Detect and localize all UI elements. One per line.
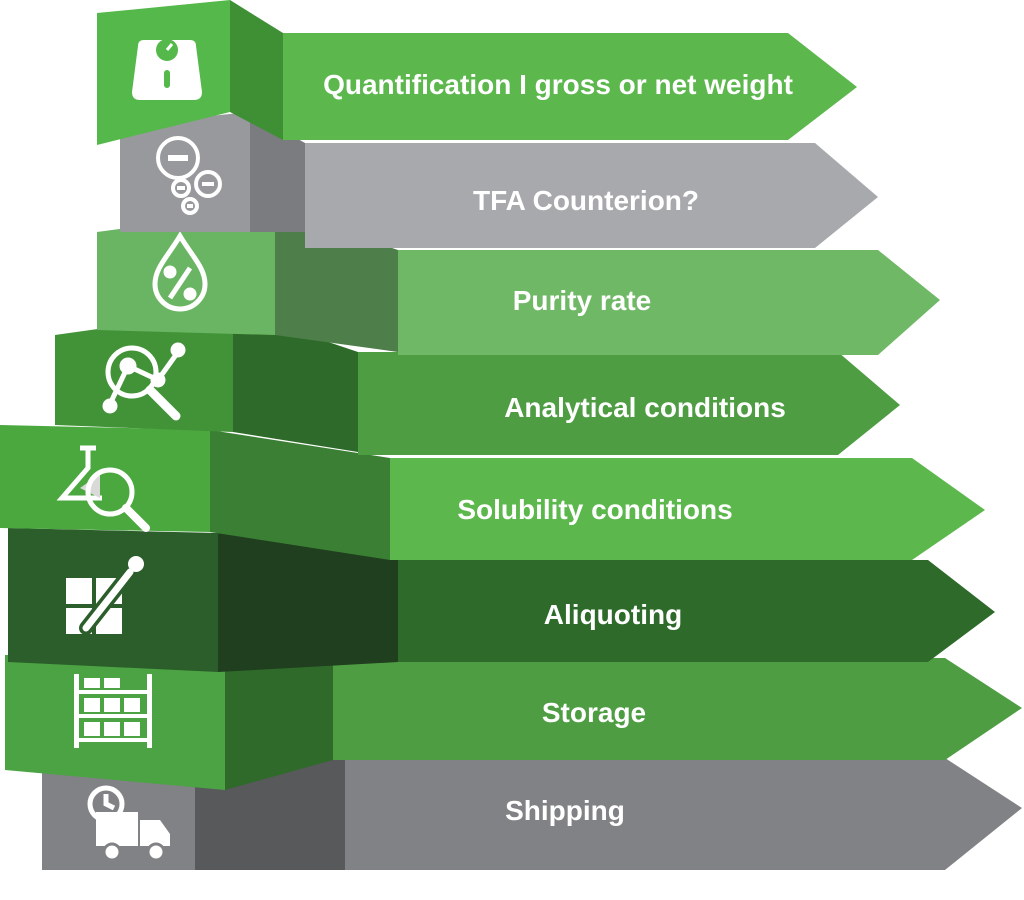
purity-drop-icon <box>152 231 208 312</box>
scale-icon <box>132 39 202 100</box>
step-arrow <box>333 658 1022 760</box>
step-box-side <box>225 658 333 790</box>
step-arrow <box>390 458 985 560</box>
step-arrow <box>305 143 878 248</box>
step-analytical: Analytical conditions <box>55 310 900 455</box>
analytics-magnifier-icon <box>102 342 186 421</box>
step-label: Analytical conditions <box>504 392 786 423</box>
step-arrow <box>398 250 940 355</box>
step-box-side <box>233 310 358 452</box>
step-arrow <box>283 33 857 140</box>
step-box-side <box>210 430 390 560</box>
pipette-grid-icon <box>66 556 144 635</box>
shipping-truck-icon <box>87 785 170 862</box>
step-label: Purity rate <box>513 285 652 316</box>
storage-shelf-icon <box>74 674 152 748</box>
step-solubility: Solubility conditions <box>0 425 985 560</box>
step-arrow <box>398 560 995 662</box>
step-box-front <box>0 425 210 532</box>
step-label: Aliquoting <box>544 599 682 630</box>
counterion-minus-icon <box>156 136 222 215</box>
step-label: Quantification I gross or net weight <box>323 69 793 100</box>
step-label: Storage <box>542 697 646 728</box>
step-quantification: Quantification I gross or net weight <box>97 0 857 145</box>
step-arrow <box>345 758 1022 870</box>
step-label: Solubility conditions <box>457 494 732 525</box>
step-label: TFA Counterion? <box>473 185 699 216</box>
step-box-side <box>230 0 283 140</box>
flask-magnifier-icon <box>56 445 150 532</box>
step-box-side <box>250 112 305 232</box>
step-aliquoting: Aliquoting <box>8 528 995 672</box>
step-counterion: TFA Counterion? <box>120 112 878 248</box>
step-box-front <box>120 112 250 232</box>
step-label: Shipping <box>505 795 625 826</box>
step-arrow <box>358 352 900 455</box>
step-box-side <box>218 533 398 672</box>
step-storage: Storage <box>5 655 1022 790</box>
